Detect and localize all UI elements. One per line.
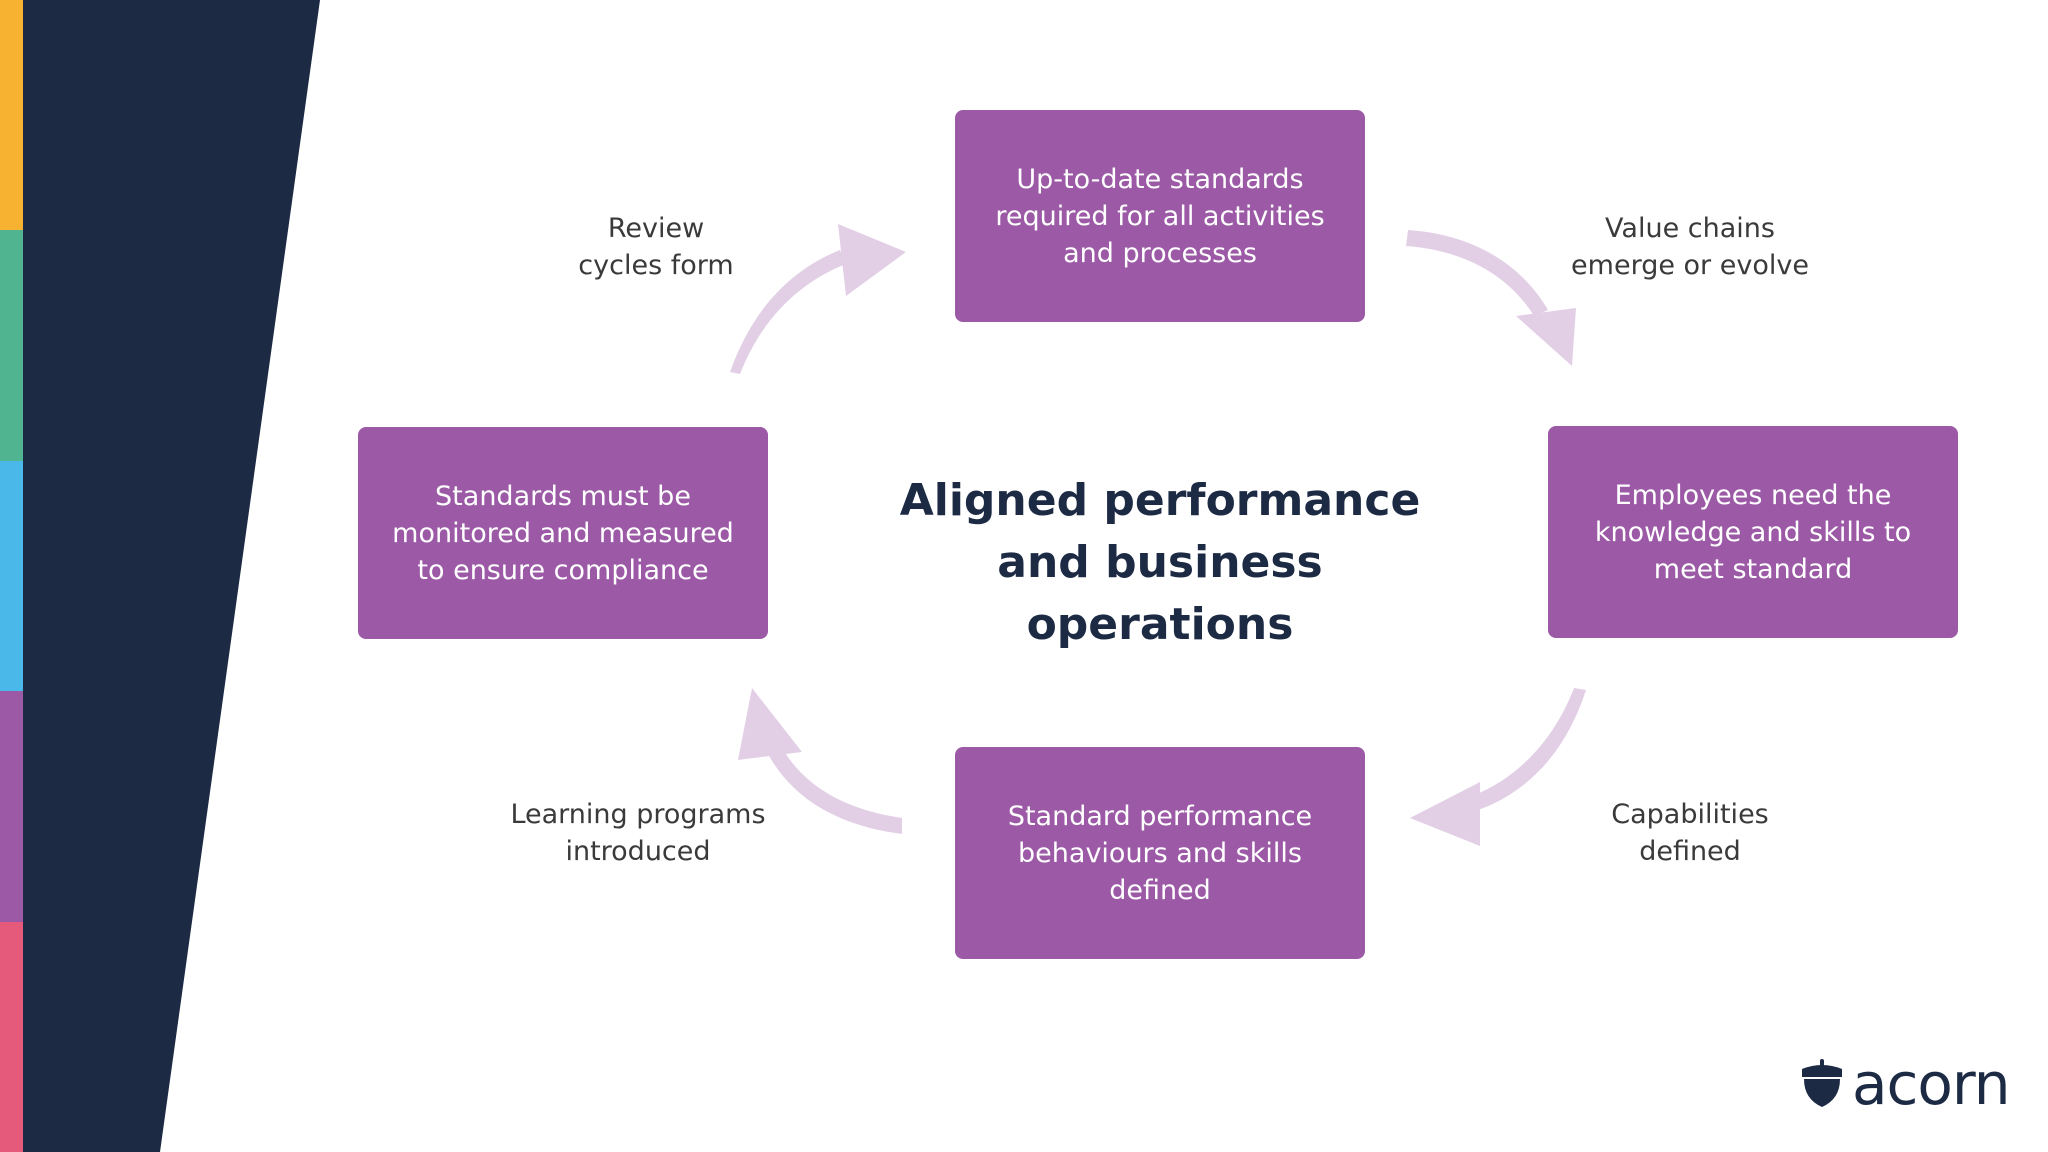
- box-top-line-3: and processes: [1063, 237, 1257, 269]
- box-right-employees: Employees need the knowledge and skills …: [1548, 426, 1958, 638]
- stripe-pink: [0, 921, 23, 1152]
- stripe-purple: [0, 691, 23, 922]
- label-review-line-2: cycles form: [578, 250, 734, 281]
- arrow-top-left: [730, 224, 906, 374]
- center-title-line-2: and business operations: [997, 537, 1323, 650]
- label-learning-line-1: Learning programs: [510, 799, 766, 830]
- label-value-line-1: Value chains: [1605, 213, 1775, 244]
- box-bottom-behaviours: Standard performance behaviours and skil…: [955, 747, 1365, 959]
- arrow-bottom-right: [1410, 688, 1586, 846]
- box-right-line-3: meet standard: [1653, 553, 1853, 585]
- box-top-line-2: required for all activities: [995, 200, 1325, 232]
- logo-text: acorn: [1852, 1050, 2011, 1118]
- label-capabilities-line-1: Capabilities: [1611, 799, 1769, 830]
- arrow-top-right: [1406, 230, 1576, 366]
- box-right-line-2: knowledge and skills to: [1594, 516, 1912, 548]
- stripe-orange: [0, 0, 23, 231]
- acorn-icon: [1802, 1059, 1842, 1107]
- label-review-line-1: Review: [607, 213, 705, 244]
- color-stripes: [0, 0, 23, 1152]
- label-capabilities-line-2: defined: [1639, 836, 1741, 867]
- label-learning-line-2: introduced: [565, 836, 711, 867]
- label-value-chains: Value chains emerge or evolve: [1530, 210, 1850, 284]
- label-review-cycles: Review cycles form: [496, 210, 816, 284]
- box-top-standards: Up-to-date standards required for all ac…: [955, 110, 1365, 322]
- box-right-line-1: Employees need the: [1614, 479, 1892, 511]
- box-bottom-line-1: Standard performance: [1007, 800, 1313, 832]
- center-title-line-1: Aligned performance: [899, 475, 1421, 526]
- box-bottom-line-3: defined: [1109, 874, 1211, 906]
- label-learning-programs: Learning programs introduced: [478, 796, 798, 870]
- center-title: Aligned performance and business operati…: [860, 470, 1460, 656]
- box-left-line-3: to ensure compliance: [417, 554, 709, 586]
- acorn-logo: acorn: [1800, 1050, 2011, 1118]
- box-left-monitoring: Standards must be monitored and measured…: [358, 427, 768, 639]
- arrow-bottom-left: [738, 688, 902, 834]
- label-capabilities: Capabilities defined: [1530, 796, 1850, 870]
- stripe-blue: [0, 460, 23, 692]
- box-bottom-line-2: behaviours and skills: [1018, 837, 1302, 869]
- label-value-line-2: emerge or evolve: [1571, 250, 1809, 281]
- box-top-line-1: Up-to-date standards: [1016, 163, 1304, 195]
- box-left-line-1: Standards must be: [435, 480, 691, 512]
- box-left-line-2: monitored and measured: [392, 517, 734, 549]
- stripe-green: [0, 230, 23, 461]
